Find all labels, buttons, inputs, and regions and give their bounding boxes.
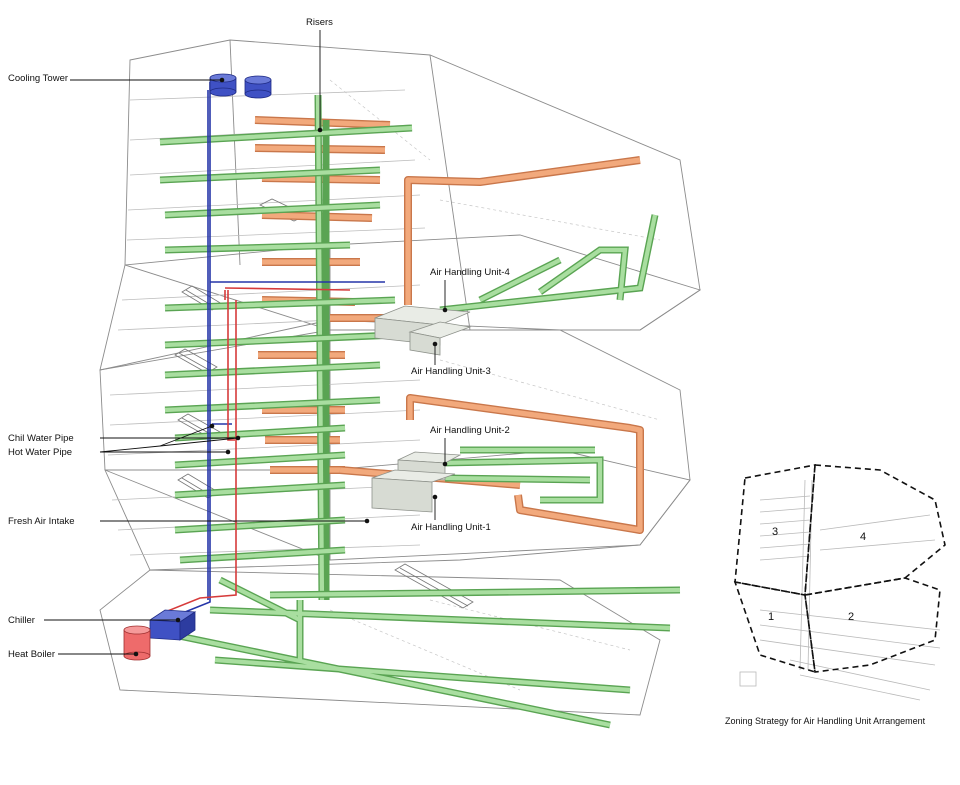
zone-1-number: 1: [768, 611, 774, 623]
label-cooling-tower: Cooling Tower: [8, 73, 225, 84]
zoning-caption: Zoning Strategy for Air Handling Unit Ar…: [725, 716, 926, 726]
label-fresh-air-intake-text: Fresh Air Intake: [8, 516, 75, 527]
label-chiller: Chiller: [8, 615, 181, 626]
label-ahu4: Air Handling Unit-4: [430, 267, 510, 313]
label-chiller-text: Chiller: [8, 615, 35, 626]
chiller-unit: [148, 609, 197, 641]
water-pipes: [149, 82, 385, 627]
label-ahu3-text: Air Handling Unit-3: [411, 366, 491, 377]
supply-ducts: [149, 94, 681, 729]
zone-2-boundary: [804, 577, 941, 673]
label-ahu4-text: Air Handling Unit-4: [430, 267, 510, 278]
label-hot-water-pipe-text: Hot Water Pipe: [8, 447, 72, 458]
label-fresh-air-intake: Fresh Air Intake: [8, 516, 370, 527]
label-heat-boiler: Heat Boiler: [8, 649, 139, 660]
label-hot-water-pipe: Hot Water Pipe: [8, 423, 239, 458]
label-risers: Risers: [306, 17, 333, 133]
hot-water-line: [149, 287, 351, 627]
zone-3-number: 3: [772, 526, 778, 538]
cooling-tower-2: [244, 75, 272, 99]
zone-4-number: 4: [860, 531, 866, 543]
zoning-inset-structure: [739, 479, 941, 701]
zoning-inset: 3 4 1 2 Zoning Strategy for Air Handling…: [725, 464, 946, 726]
label-ahu1: Air Handling Unit-1: [411, 494, 491, 533]
zone-1-boundary: [733, 580, 816, 674]
chilled-water-line: [179, 82, 385, 615]
zone-4-boundary: [804, 464, 946, 596]
ahu-1-box: [371, 469, 456, 513]
floor-plates: [107, 79, 661, 691]
ahu-3-box: [408, 321, 472, 356]
air-handling-units: [371, 305, 472, 513]
cooling-tower-1: [209, 73, 237, 97]
label-cooling-tower-text: Cooling Tower: [8, 73, 68, 84]
label-risers-text: Risers: [306, 17, 333, 28]
label-ahu2: Air Handling Unit-2: [430, 425, 510, 467]
label-ahu1-text: Air Handling Unit-1: [411, 522, 491, 533]
label-ahu2-text: Air Handling Unit-2: [430, 425, 510, 436]
label-heat-boiler-text: Heat Boiler: [8, 649, 55, 660]
label-ahu3: Air Handling Unit-3: [411, 341, 491, 377]
label-chil-water-pipe-text: Chil Water Pipe: [8, 433, 74, 444]
cooling-tower-units: [209, 73, 272, 99]
zone-2-number: 2: [848, 611, 854, 623]
